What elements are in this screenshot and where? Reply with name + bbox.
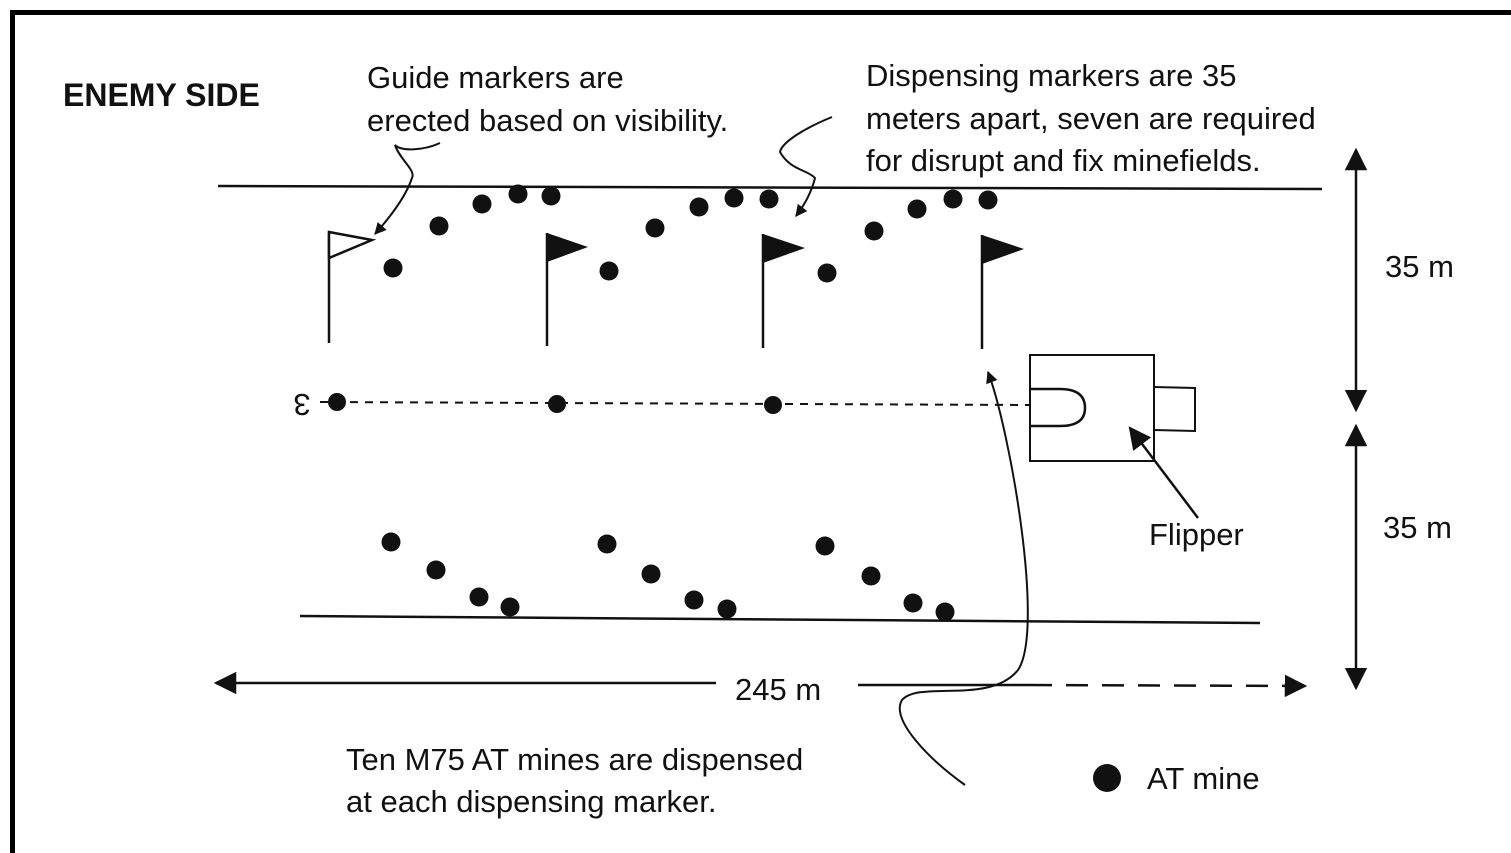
dispense-note-line-1: Dispensing markers are 35 — [866, 58, 1236, 93]
at-mine — [383, 258, 403, 278]
flipper-vehicle — [1029, 354, 1196, 462]
at-mine — [645, 218, 665, 238]
centerline-marker — [328, 393, 346, 411]
front-boundary-line — [217, 184, 1323, 191]
mines-note-line-1: Ten M75 AT mines are dispensed — [346, 742, 803, 777]
at-mine — [541, 186, 561, 206]
at-mine — [864, 221, 884, 241]
dispensing-marker-flag — [980, 235, 1024, 349]
enemy-side-label: ENEMY SIDE — [63, 77, 260, 113]
at-mine — [597, 534, 617, 554]
at-mine — [472, 194, 492, 214]
at-mine — [817, 263, 837, 283]
at-mine — [599, 261, 619, 281]
centerline-marker — [764, 396, 782, 414]
at-mine — [861, 566, 881, 586]
flipper-leader-arrow — [1128, 426, 1199, 519]
guide-note-line-1: Guide markers are — [367, 60, 624, 95]
lower-mine-group — [381, 532, 955, 622]
at-mine — [717, 599, 737, 619]
at-mine — [935, 602, 955, 622]
at-mine — [815, 536, 835, 556]
at-mine — [903, 593, 923, 613]
at-mine — [689, 197, 709, 217]
guide-marker-flag — [327, 230, 377, 343]
at-mine — [381, 532, 401, 552]
dispensing-marker-flag — [761, 234, 805, 348]
dispense-note-line-2: meters apart, seven are required — [866, 101, 1316, 136]
at-mine — [429, 216, 449, 236]
dispense-note-line-3: for disrupt and fix minefields. — [866, 143, 1261, 178]
dispense-note-leader — [778, 116, 833, 217]
at-mine — [907, 199, 927, 219]
at-mine — [684, 590, 704, 610]
at-mine — [508, 184, 528, 204]
at-mine — [426, 560, 446, 580]
dispensing-marker-flag — [545, 233, 588, 346]
centerline-marker — [548, 395, 566, 413]
mines-note-line-2: at each dispensing marker. — [346, 784, 717, 819]
guide-note-leader — [374, 142, 441, 235]
legend-mine-icon — [1093, 764, 1121, 792]
length-dimension-label: 245 m — [735, 672, 821, 707]
reel-mark: 3 — [293, 387, 310, 422]
upper-mine-group — [383, 184, 998, 283]
flipper-label: Flipper — [1149, 517, 1244, 552]
diagram-frame — [10, 10, 1511, 853]
at-mine — [724, 188, 744, 208]
rear-boundary-line — [299, 614, 1261, 625]
mines-note-leader — [899, 370, 1029, 786]
at-mine — [500, 597, 520, 617]
at-mine — [759, 189, 779, 209]
length-arrow-right-dashed — [1029, 674, 1308, 698]
lower-dimension-label: 35 m — [1383, 510, 1452, 545]
centerline — [319, 401, 1031, 406]
at-mine — [978, 190, 998, 210]
at-mine — [943, 189, 963, 209]
guide-note-line-2: erected based on visibility. — [367, 103, 728, 138]
legend-label: AT mine — [1147, 761, 1260, 796]
upper-dimension-label: 35 m — [1385, 249, 1454, 284]
at-mine — [641, 564, 661, 584]
at-mine — [469, 587, 489, 607]
